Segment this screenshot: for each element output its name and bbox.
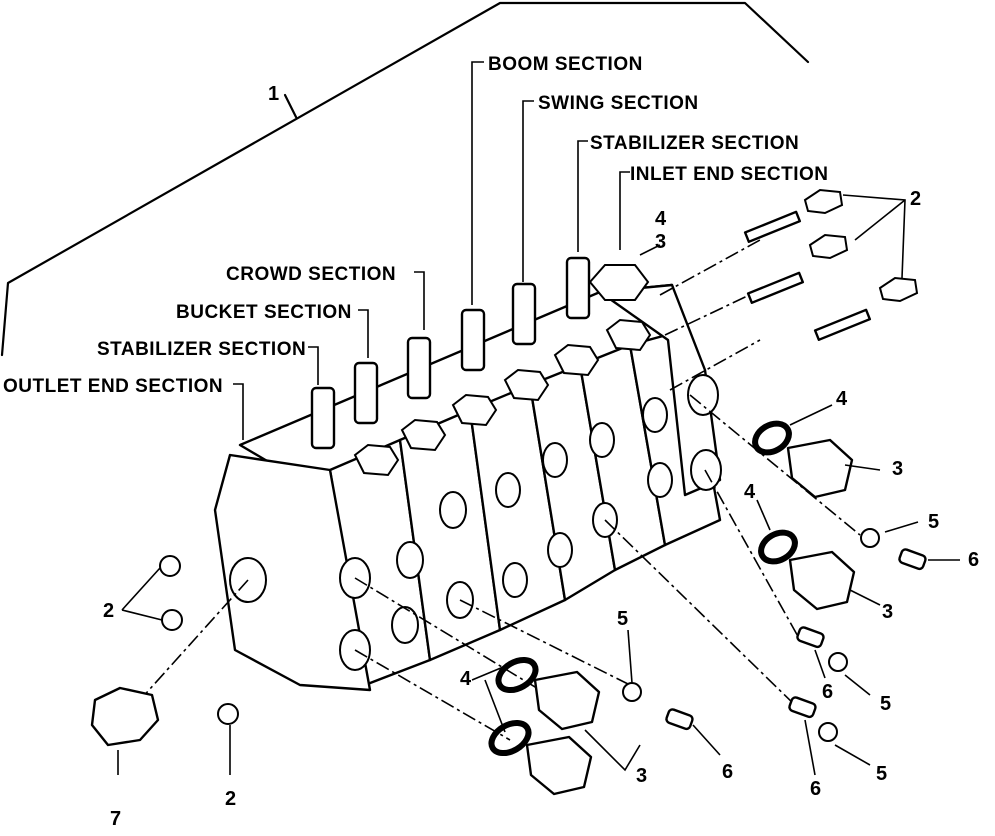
o-rings bbox=[488, 420, 798, 757]
bolt-head bbox=[878, 276, 919, 303]
tie-bolt-studs bbox=[743, 188, 919, 341]
label-stabilizer-section-right: STABILIZER SECTION bbox=[590, 133, 799, 154]
callout-bolts-top: 2 bbox=[910, 188, 921, 210]
assembly-bracket bbox=[0, 1, 810, 357]
callout-fitting-mid: 6 bbox=[822, 681, 833, 703]
callout-plug-upper: 3 bbox=[892, 458, 903, 480]
callout-nut-mid: 5 bbox=[880, 693, 891, 715]
callout-plugs-bottom: 3 bbox=[636, 765, 647, 787]
plug bbox=[525, 735, 593, 796]
bolt-head bbox=[808, 233, 849, 260]
label-leaders bbox=[233, 61, 630, 440]
label-inlet-end-section: INLET END SECTION bbox=[630, 164, 829, 185]
label-crowd-section: CROWD SECTION bbox=[226, 264, 396, 285]
callout-nut-upper: 5 bbox=[928, 511, 939, 533]
plugs bbox=[90, 438, 856, 796]
callout-ring-mid: 4 bbox=[744, 481, 756, 503]
section-caps bbox=[353, 264, 652, 477]
label-stabilizer-section-left: STABILIZER SECTION bbox=[97, 339, 306, 360]
plug bbox=[788, 550, 856, 611]
inlet-cap-nut bbox=[588, 264, 650, 301]
callout-ring-upper: 4 bbox=[836, 388, 848, 410]
label-outlet-end-section: OUTLET END SECTION bbox=[3, 376, 223, 397]
callout-nut-center: 5 bbox=[617, 608, 628, 630]
fittings bbox=[665, 548, 927, 731]
label-swing-section: SWING SECTION bbox=[538, 93, 699, 114]
outlet-plug bbox=[90, 686, 160, 747]
callout-inlet-4: 4 bbox=[655, 208, 667, 230]
small-nuts bbox=[159, 528, 880, 742]
label-bucket-section: BUCKET SECTION bbox=[176, 302, 352, 323]
callout-fitting-upper: 6 bbox=[968, 549, 979, 571]
tie-bolt-lines bbox=[139, 239, 861, 741]
callout-nuts-left: 2 bbox=[103, 600, 114, 622]
port-holes bbox=[229, 374, 722, 671]
callout-plug-mid: 3 bbox=[882, 601, 893, 623]
callout-assembly: 1 bbox=[268, 83, 279, 105]
callout-fitting-low: 6 bbox=[810, 778, 821, 800]
callout-leaders bbox=[117, 194, 960, 776]
callout-nut-bottom: 2 bbox=[225, 788, 236, 810]
plug bbox=[786, 438, 854, 499]
callout-inlet-3: 3 bbox=[655, 231, 666, 253]
spool-stems bbox=[310, 256, 591, 450]
label-boom-section: BOOM SECTION bbox=[488, 54, 643, 75]
callout-rings-bottom: 4 bbox=[460, 668, 472, 690]
outlet-end-block bbox=[213, 453, 372, 692]
bolt-head bbox=[803, 188, 844, 215]
callout-nut-low: 5 bbox=[876, 763, 887, 785]
plug bbox=[533, 670, 601, 731]
callout-fitting-center: 6 bbox=[722, 761, 733, 783]
callout-outlet-plug: 7 bbox=[110, 808, 121, 830]
